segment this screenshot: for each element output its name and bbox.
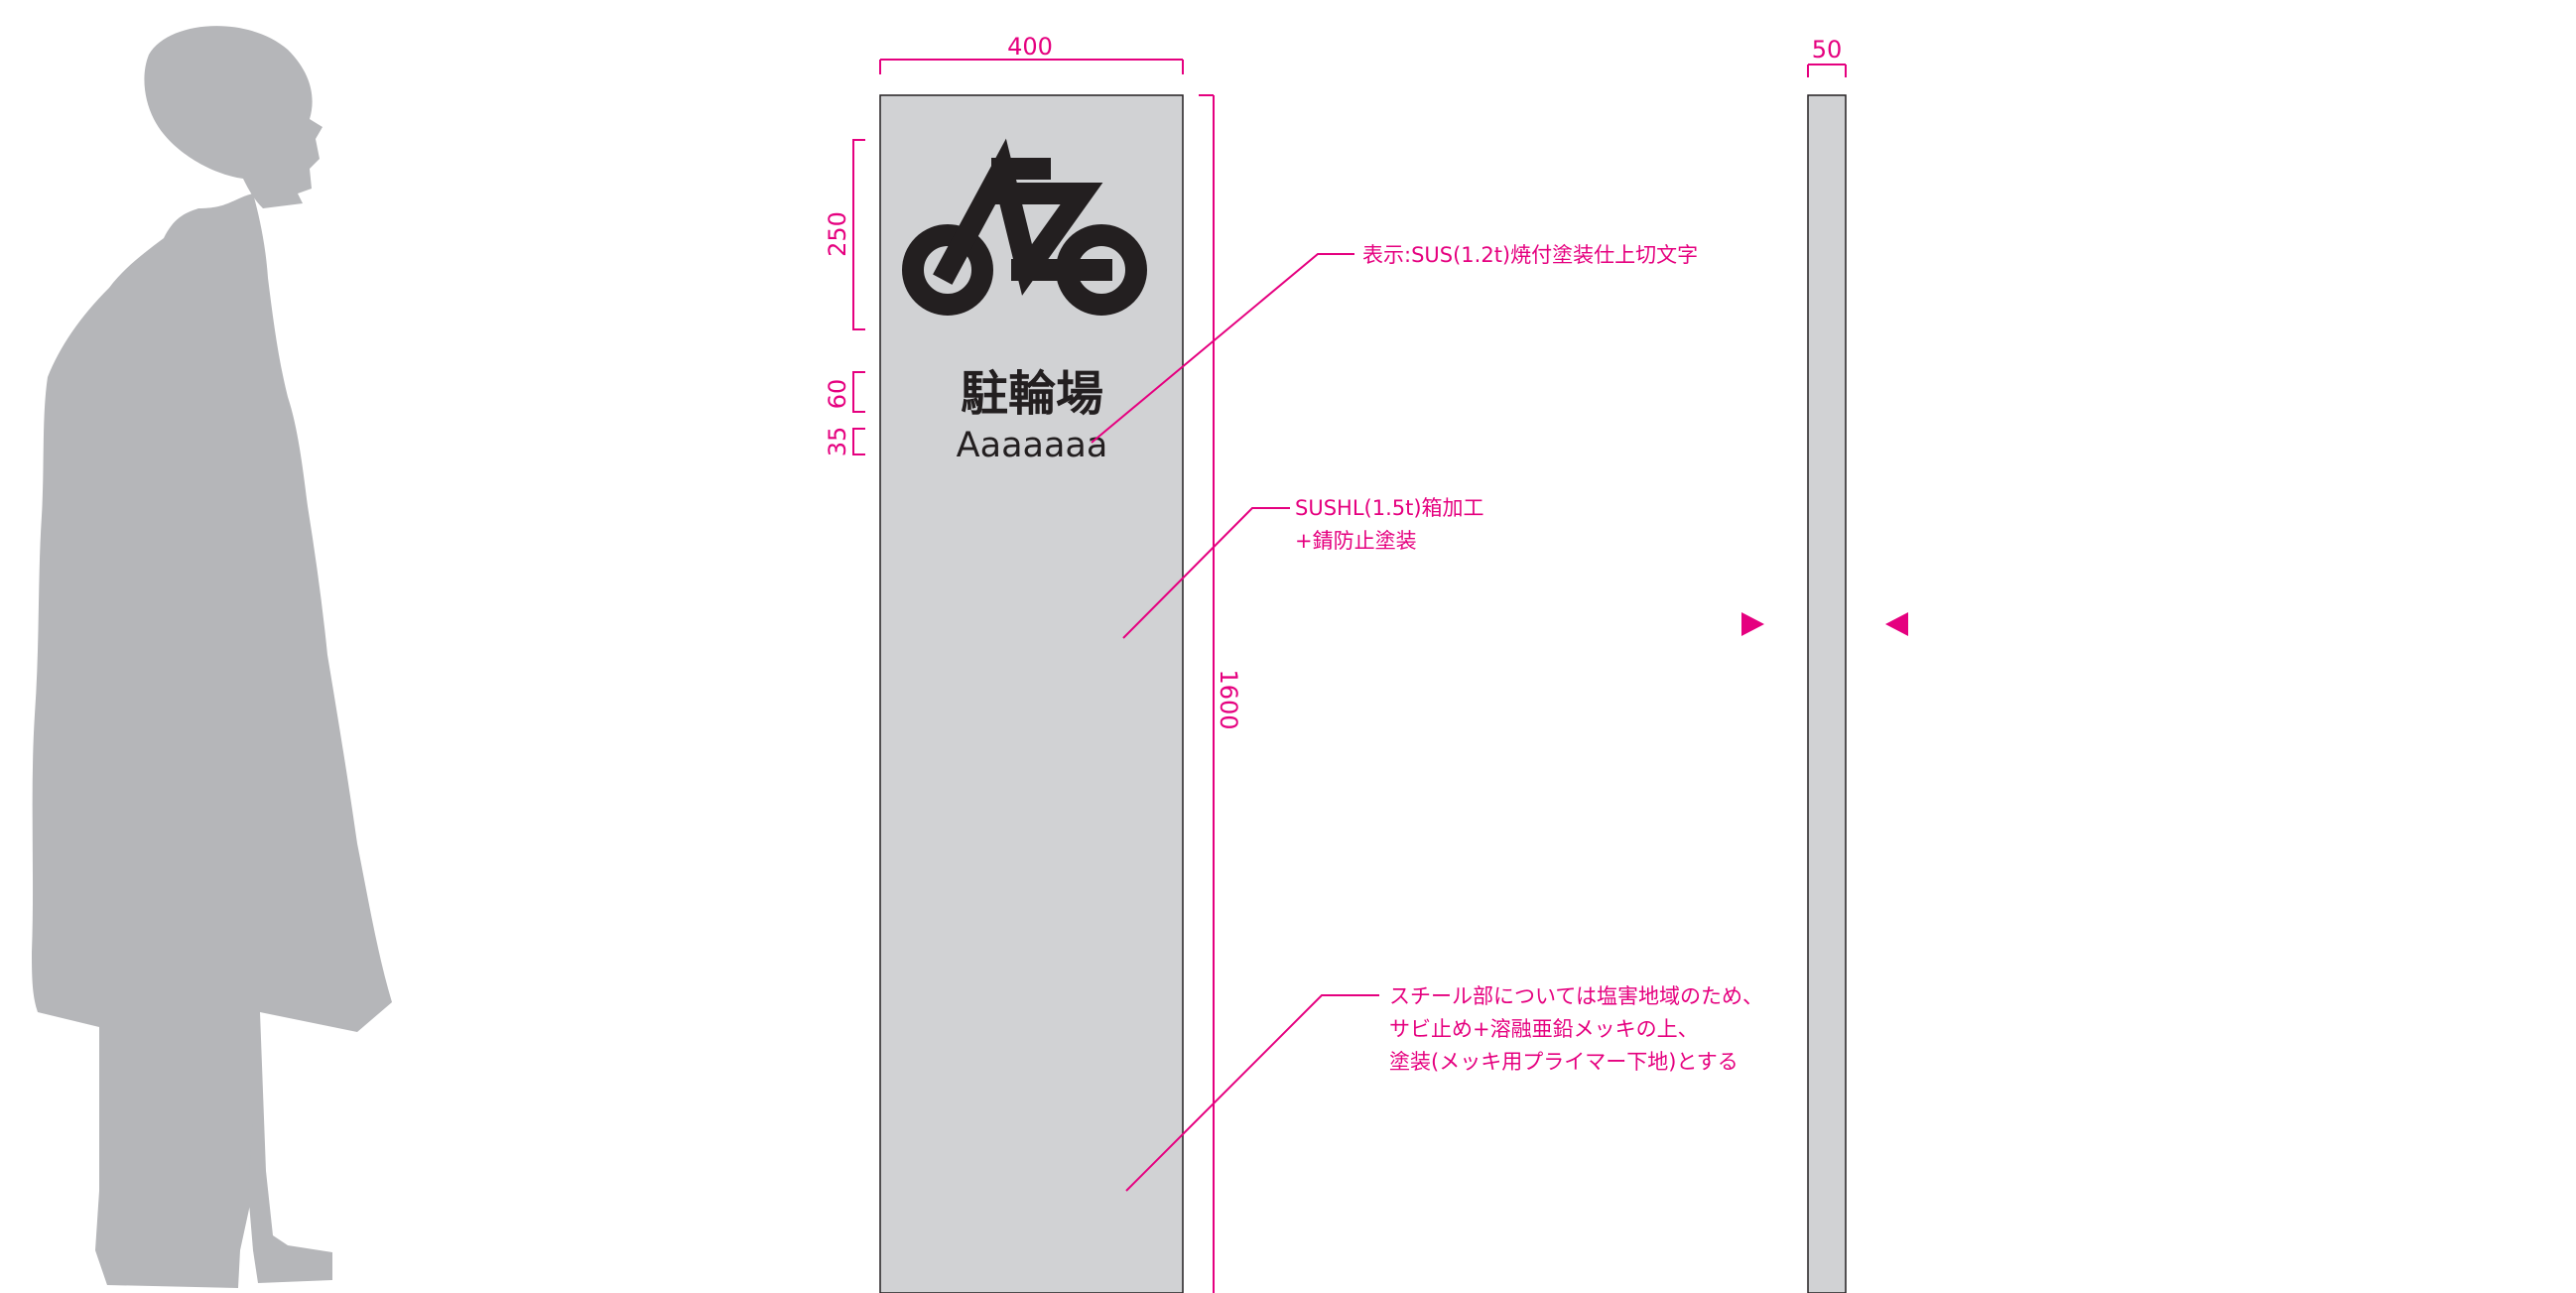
sign-title-jp: 駐輪場 [961, 366, 1103, 422]
steel-note-line1: スチール部については塩害地域のため、 [1389, 984, 1763, 1008]
icon-height-label: 250 [824, 211, 851, 257]
depth-dimension [1807, 64, 1847, 77]
note-leaders [1091, 253, 1379, 1192]
title-height-label: 60 [824, 379, 851, 410]
box-material-note-line1: SUSHL(1.5t)箱加工 [1295, 496, 1484, 520]
person-silhouette-icon [32, 26, 392, 1288]
box-material-note-line2: +錆防止塗装 [1295, 529, 1417, 553]
display-material-note: 表示:SUS(1.2t)焼付塗装仕上切文字 [1362, 243, 1698, 267]
bicycle-icon [902, 138, 1147, 316]
height-dimension [1199, 94, 1215, 1293]
sign-side-panel [1807, 94, 1847, 1293]
height-dimension-label: 1600 [1215, 669, 1242, 729]
depth-dimension-label: 50 [1812, 36, 1843, 64]
width-dimension [879, 59, 1184, 74]
steel-note-line2: サビ止め+溶融亜鉛メッキの上、 [1389, 1017, 1699, 1041]
subtitle-height-label: 35 [824, 427, 851, 457]
section-marker-left-icon [1741, 612, 1764, 636]
width-dimension-label: 400 [1007, 33, 1053, 61]
steel-note-line3: 塗装(メッキ用プライマー下地)とする [1389, 1050, 1739, 1074]
icon-height-dimension [852, 139, 865, 330]
sign-subtitle: Aaaaaaa [957, 426, 1108, 465]
subtitle-height-dimension [852, 428, 865, 455]
section-marker-right-icon [1885, 612, 1908, 636]
title-height-dimension [852, 371, 865, 413]
